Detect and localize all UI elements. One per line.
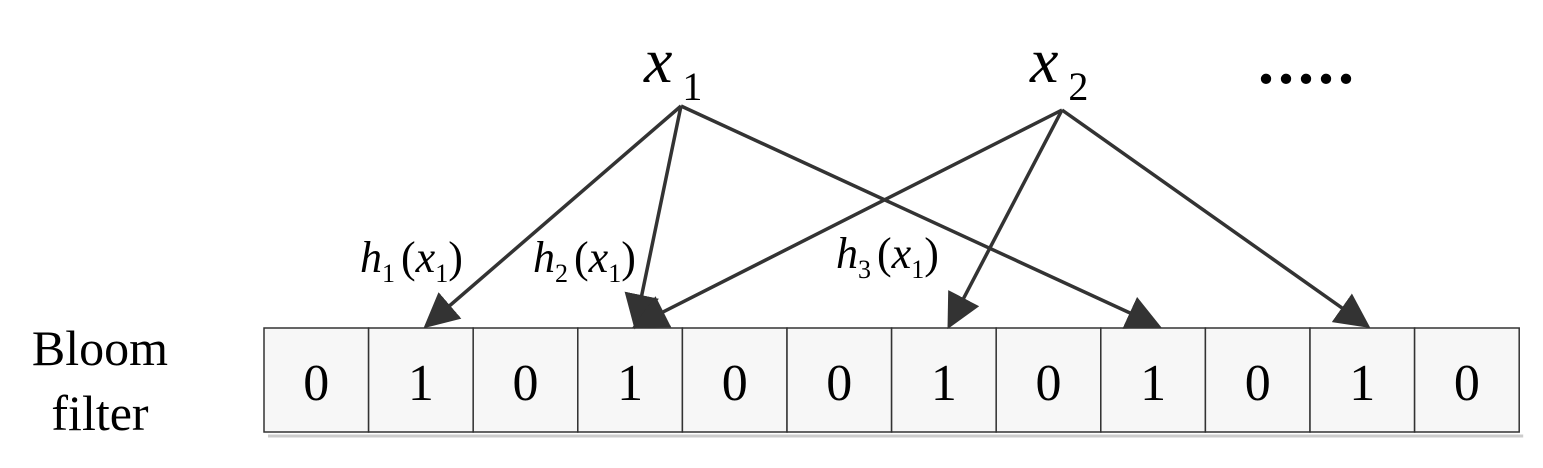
bit-cell: 0 (681, 327, 788, 433)
hash-arrow (423, 104, 683, 329)
hash-label-h3: h3(x1) (836, 229, 939, 284)
hash-label-h2-arg-sub: 1 (608, 259, 621, 288)
bit-cell-box (1204, 327, 1311, 433)
element-x2-name: x (1029, 25, 1058, 96)
svg-text:x2: x2 (1029, 25, 1088, 109)
bit-cell-box (681, 327, 788, 433)
svg-text:x1: x1 (643, 25, 702, 109)
more-elements-ellipsis: ..... (1258, 26, 1358, 97)
svg-text:h1(x1): h1(x1) (360, 233, 463, 288)
hash-label-h3-arg-sub: 1 (911, 255, 924, 284)
filter-label-line-2: filter (51, 385, 149, 441)
bit-cell-box (367, 327, 474, 433)
hash-label-h1-arg: x (415, 233, 436, 282)
bit-cell-box (263, 327, 370, 433)
hash-label-h3-fn-sub: 3 (858, 255, 871, 284)
bit-cell-box (995, 327, 1102, 433)
bit-cell-box (890, 327, 997, 433)
element-x1-name: x (643, 25, 672, 96)
bit-value: 0 (722, 355, 748, 412)
bit-cell: 1 (1309, 327, 1416, 433)
element-x1-subscript: 1 (682, 64, 702, 109)
bit-value: 1 (617, 355, 643, 412)
bit-array: 0 1 0 1 0 0 1 0 1 0 1 0 (263, 327, 1524, 438)
bit-cell: 1 (890, 327, 997, 433)
bit-cell: 1 (367, 327, 474, 433)
bit-cell-box (1413, 327, 1520, 433)
hash-arrow (1060, 108, 1371, 329)
bit-value: 0 (1036, 355, 1062, 412)
hash-label-h2-fn-sub: 2 (555, 259, 568, 288)
bit-cell: 1 (577, 327, 684, 433)
hash-arrows (423, 104, 1371, 330)
bit-value: 1 (931, 355, 957, 412)
bit-cell: 0 (786, 327, 893, 433)
svg-text:h3(x1): h3(x1) (836, 229, 939, 284)
hash-arrow (632, 108, 1063, 328)
hash-arrow (624, 105, 683, 330)
bit-cell-box (472, 327, 579, 433)
bit-cell: 0 (995, 327, 1102, 433)
hash-label-h2-fn: h (533, 233, 555, 282)
bit-cell: 0 (472, 327, 579, 433)
bit-value: 0 (1454, 355, 1480, 412)
hash-arrow (947, 109, 1064, 330)
bit-value: 1 (1349, 355, 1375, 412)
hash-label-h3-arg: x (891, 229, 912, 278)
hash-label-h3-fn: h (836, 229, 858, 278)
hash-label-h1-fn-sub: 1 (382, 259, 395, 288)
bit-value: 1 (1140, 355, 1166, 412)
hash-arrow (680, 104, 1162, 329)
bit-cell-box (1100, 327, 1207, 433)
bit-cell-box (786, 327, 893, 433)
filter-label-line-1: Bloom (32, 320, 168, 376)
bit-value: 0 (513, 355, 539, 412)
bit-value: 0 (303, 355, 329, 412)
hash-label-h1: h1(x1) (360, 233, 463, 288)
svg-text:h2(x1): h2(x1) (533, 233, 636, 288)
bit-cell: 1 (1100, 327, 1207, 433)
bit-cell: 0 (1413, 327, 1520, 433)
bit-cell: 0 (263, 327, 370, 433)
bit-value: 1 (408, 355, 434, 412)
hash-label-h2: h2(x1) (533, 233, 636, 288)
hash-label-h1-fn: h (360, 233, 382, 282)
bit-value: 0 (826, 355, 852, 412)
hash-label-h1-arg-sub: 1 (435, 259, 448, 288)
bit-value: 0 (1245, 355, 1271, 412)
element-x2-subscript: 2 (1068, 64, 1088, 109)
bit-cell: 0 (1204, 327, 1311, 433)
bit-cell-box (577, 327, 684, 433)
hash-label-h2-arg: x (588, 233, 609, 282)
